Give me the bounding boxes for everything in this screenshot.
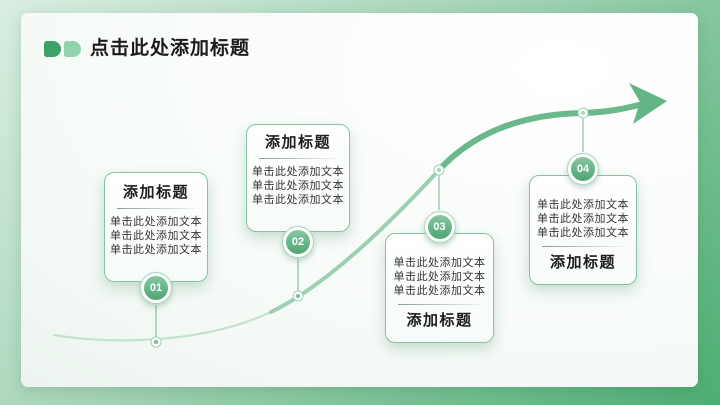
step-1-number-badge: 01 <box>140 272 172 304</box>
step-card-4[interactable]: 单击此处添加文本 单击此处添加文本 单击此处添加文本 添加标题 04 <box>529 153 637 285</box>
step-4-text-line[interactable]: 单击此处添加文本 <box>537 227 629 239</box>
step-3-text-line[interactable]: 单击此处添加文本 <box>393 271 486 283</box>
step-2-text-line[interactable]: 单击此处添加文本 <box>252 180 344 192</box>
page-title[interactable]: 点击此处添加标题 <box>90 38 251 59</box>
step-1-text-line[interactable]: 单击此处添加文本 <box>110 244 202 256</box>
step-1-text-line[interactable]: 单击此处添加文本 <box>110 230 202 242</box>
step-2-text-line[interactable]: 单击此处添加文本 <box>252 166 344 178</box>
divider <box>542 246 624 247</box>
curve-segment-mid <box>269 168 441 314</box>
step-2-number-badge: 02 <box>282 226 314 258</box>
curve-node-4 <box>577 107 589 119</box>
step-card-3[interactable]: 单击此处添加文本 单击此处添加文本 单击此处添加文本 添加标题 03 <box>385 211 494 343</box>
curve-segment-thin <box>52 310 273 342</box>
divider <box>117 208 195 209</box>
step-4-number: 04 <box>571 157 595 181</box>
logo-icon <box>44 41 81 57</box>
curve-node-2 <box>292 290 304 302</box>
step-card-1[interactable]: 添加标题 单击此处添加文本 单击此处添加文本 单击此处添加文本 01 <box>104 172 208 304</box>
step-2-title[interactable]: 添加标题 <box>264 134 331 151</box>
step-2-number: 02 <box>286 230 310 254</box>
step-1-title[interactable]: 添加标题 <box>122 184 189 201</box>
step-2-text-line[interactable]: 单击此处添加文本 <box>252 194 344 206</box>
step-3-title[interactable]: 添加标题 <box>406 312 473 329</box>
step-3-text-line[interactable]: 单击此处添加文本 <box>393 257 486 269</box>
logo-shape-light-icon <box>64 41 81 57</box>
step-4-text-line[interactable]: 单击此处添加文本 <box>537 213 629 225</box>
step-4-text-line[interactable]: 单击此处添加文本 <box>537 199 629 211</box>
step-3-number: 03 <box>427 215 452 239</box>
slide-header: 点击此处添加标题 <box>44 39 250 59</box>
step-1-number: 01 <box>144 276 168 300</box>
logo-shape-dark-icon <box>44 41 61 57</box>
step-1-text-line[interactable]: 单击此处添加文本 <box>110 216 202 228</box>
step-3-text-line[interactable]: 单击此处添加文本 <box>393 285 486 297</box>
curve-segment-thick <box>436 101 646 173</box>
step-4-number-badge: 04 <box>567 153 599 185</box>
step-3-number-badge: 03 <box>423 211 456 243</box>
arrowhead-icon <box>629 83 667 124</box>
step-4-title[interactable]: 添加标题 <box>549 254 616 271</box>
divider <box>259 158 337 159</box>
curve-node-3 <box>433 164 445 176</box>
curve-node-1 <box>150 336 162 348</box>
growth-curve-arrow <box>52 83 667 348</box>
slide-canvas: 点击此处添加标题 添加标题 单击此处添加文本 单击此处添加文本 单击此处添加文本… <box>21 13 698 387</box>
divider <box>398 304 481 305</box>
step-card-2[interactable]: 添加标题 单击此处添加文本 单击此处添加文本 单击此处添加文本 02 <box>246 124 350 258</box>
